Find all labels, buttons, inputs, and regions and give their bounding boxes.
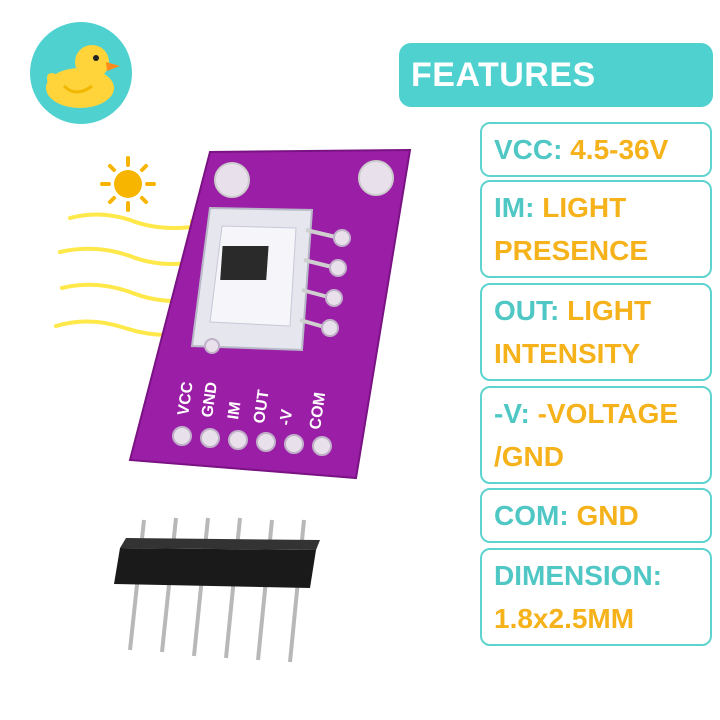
feature-key: DIMENSION: — [494, 560, 662, 591]
pin-label: -V — [277, 408, 296, 427]
feature-key: COM: — [494, 500, 569, 531]
feature-im: IM: LIGHT PRESENCE — [480, 180, 712, 278]
feature-value: 1.8x2.5MM — [494, 603, 635, 634]
duck-logo — [30, 22, 132, 124]
sensor-module: VCC GND IM OUT -V COM — [40, 140, 420, 680]
feature-value: LIGHT INTENSITY — [494, 295, 652, 369]
feature-value: LIGHT PRESENCE — [494, 192, 649, 266]
feature-value: -VOLTAGE /GND — [494, 398, 679, 472]
pin-label: IM — [225, 401, 244, 421]
feature-key: OUT: — [494, 295, 560, 326]
feature-com: COM: GND — [480, 488, 712, 543]
feature-value: GND — [576, 500, 639, 531]
feature-key: -V: — [494, 398, 530, 429]
header-pins — [114, 517, 320, 663]
feature-minus-v: -V: -VOLTAGE /GND — [480, 386, 712, 484]
feature-value: 4.5-36V — [570, 134, 669, 165]
duck-logo-icon — [46, 45, 120, 108]
feature-vcc: VCC: 4.5-36V — [480, 122, 712, 177]
feature-out: OUT: LIGHT INTENSITY — [480, 283, 712, 381]
feature-key: IM: — [494, 192, 535, 223]
feature-dimension: DIMENSION: 1.8x2.5MM — [480, 548, 712, 646]
pin-label: COM — [307, 391, 329, 430]
sun-icon — [100, 156, 156, 212]
feature-key: VCC: — [494, 134, 563, 165]
pin-label: OUT — [251, 389, 273, 425]
features-header: FEATURES — [399, 43, 713, 107]
pin-label: VCC — [175, 380, 197, 416]
pcb-board: VCC GND IM OUT -V COM — [128, 148, 412, 480]
pin-label: GND — [199, 381, 221, 419]
